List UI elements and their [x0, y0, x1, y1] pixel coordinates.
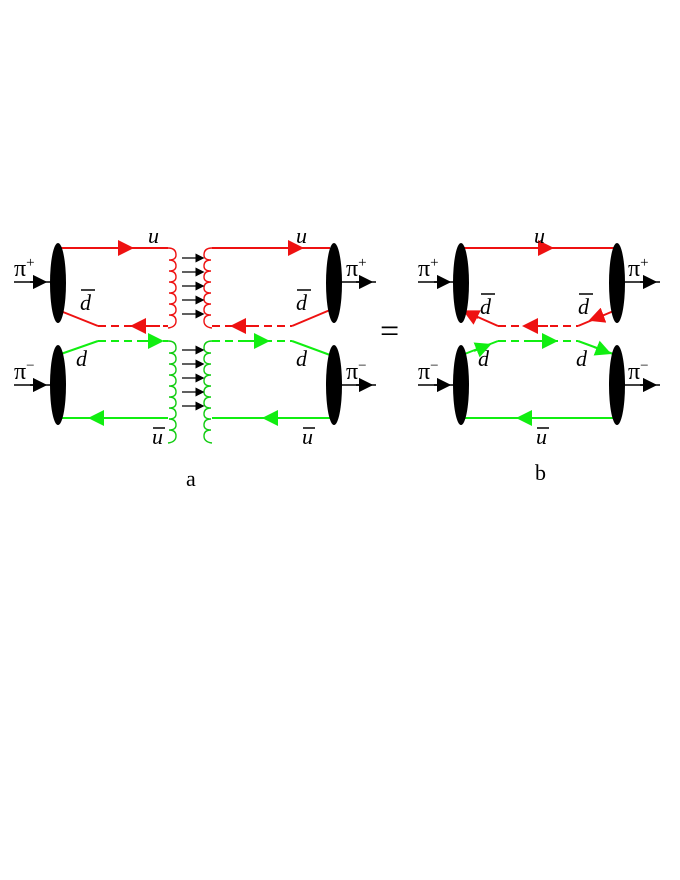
caption-a: a — [186, 466, 196, 491]
gluon-red-right — [203, 247, 213, 329]
diagram-a-up-pair — [57, 240, 331, 334]
blob-pi-minus-in-b — [453, 345, 469, 425]
label-ubar-b: u — [536, 424, 547, 449]
label-u-right-a: u — [296, 223, 307, 248]
label-d-left-a: d — [76, 346, 88, 371]
caption-b: b — [535, 460, 546, 485]
diagram-a-meson-lines — [14, 274, 376, 393]
gluon-green-right — [203, 340, 213, 444]
diagram-a-down-pair — [57, 333, 331, 426]
label-ubar-right-a: u — [302, 424, 313, 449]
label-d-right-b: d — [576, 346, 588, 371]
label-pi-plus-out-b: π+ — [628, 255, 649, 282]
label-pi-plus-in-a: π+ — [14, 255, 35, 282]
label-pi-plus-in-b: π+ — [418, 255, 439, 282]
label-dbar-right-b: d — [578, 294, 590, 319]
label-pi-minus-in-b: π− — [418, 358, 439, 385]
label-ubar-left-a: u — [152, 424, 163, 449]
label-pi-plus-out-a: π+ — [346, 255, 367, 282]
diagram-b: π+ π− π+ π− u d d d d u b — [418, 223, 660, 485]
label-d-right-a: d — [296, 346, 308, 371]
label-dbar-left-a: d — [80, 290, 92, 315]
label-d-left-b: d — [478, 346, 490, 371]
gluon-red-left — [167, 247, 177, 329]
diagram-b-down-pair — [461, 333, 617, 426]
diagram-a-gluons — [167, 247, 213, 444]
blob-pi-plus-out-b — [609, 243, 625, 323]
label-pi-minus-in-a: π− — [14, 358, 35, 385]
label-dbar-right-a: d — [296, 290, 308, 315]
blob-pi-minus-out-b — [609, 345, 625, 425]
equals-sign: = — [380, 313, 399, 350]
label-u-top-b: u — [534, 223, 545, 248]
blob-pi-plus-out-a — [326, 243, 342, 323]
label-pi-minus-out-b: π− — [628, 358, 649, 385]
blob-pi-minus-out-a — [326, 345, 342, 425]
blob-pi-minus-in-a — [50, 345, 66, 425]
diagram-b-up-pair — [461, 240, 617, 334]
diagram-a-rung-arrows — [182, 253, 205, 411]
diagram-a: π+ π− π+ π− u u d d d d u u a — [14, 223, 376, 491]
label-dbar-left-b: d — [480, 294, 492, 319]
diagram-b-meson-lines — [418, 274, 660, 393]
label-u-left-a: u — [148, 223, 159, 248]
label-pi-minus-out-a: π− — [346, 358, 367, 385]
gluon-green-left — [167, 340, 177, 444]
blob-pi-plus-in-a — [50, 243, 66, 323]
blob-pi-plus-in-b — [453, 243, 469, 323]
